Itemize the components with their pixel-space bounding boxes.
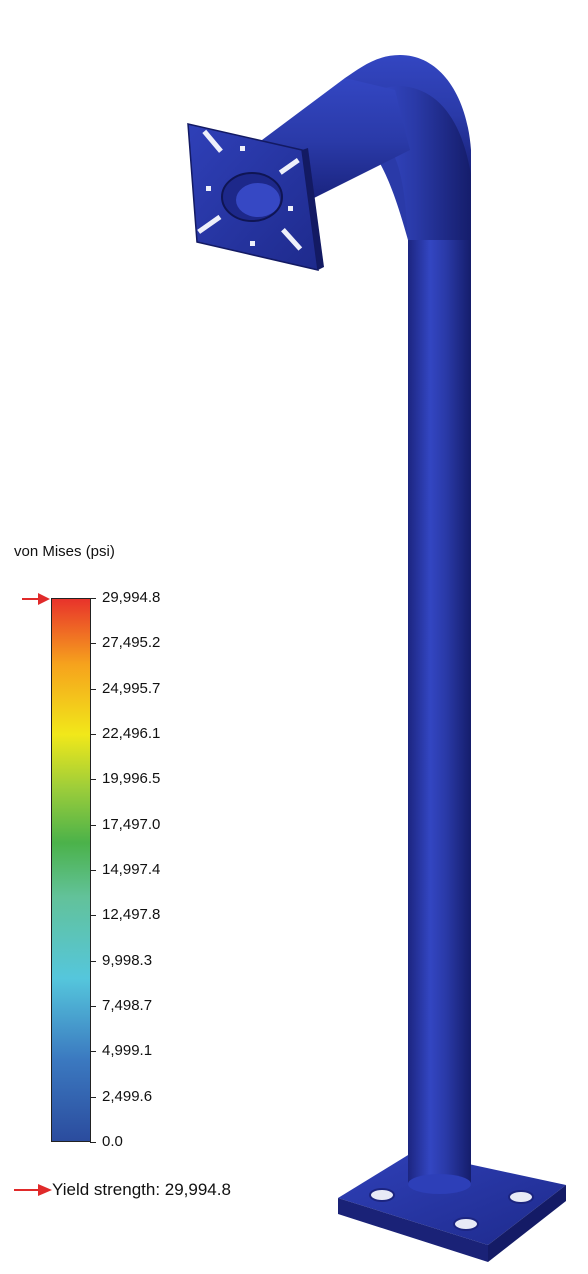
base-hole-icon bbox=[369, 1188, 395, 1202]
yield-arrow-icon bbox=[14, 1184, 52, 1196]
scale-tick-mark bbox=[90, 1051, 96, 1053]
base-hole-icon bbox=[508, 1190, 534, 1204]
mounting-slots-icon bbox=[197, 129, 303, 251]
scale-tick-mark bbox=[90, 870, 96, 871]
scale-tick-label: 14,997.4 bbox=[102, 861, 161, 878]
scale-tick-label: 27,495.2 bbox=[102, 634, 161, 652]
scale-tick-label: 9,998.3 bbox=[102, 951, 153, 969]
scale-tick-mark bbox=[90, 598, 96, 599]
scale-tick-mark bbox=[90, 643, 96, 645]
scale-tick-label: 22,496.1 bbox=[102, 725, 161, 742]
scale-tick-label: 17,497.0 bbox=[102, 815, 161, 833]
base-plate bbox=[338, 1152, 566, 1262]
yield-strength-row: Yield strength: 29,994.8 bbox=[14, 1180, 231, 1200]
scale-tick-mark bbox=[90, 960, 96, 962]
color-scale-bar bbox=[51, 598, 91, 1142]
scale-tick-label: 29,994.8 bbox=[102, 589, 161, 606]
yield-strength-label: Yield strength: 29,994.8 bbox=[52, 1180, 231, 1199]
scale-tick-mark bbox=[90, 824, 96, 826]
scale-tick-mark bbox=[90, 1096, 96, 1098]
arrow-marker-icon bbox=[22, 593, 50, 605]
scale-tick-mark bbox=[90, 779, 96, 781]
scale-tick-mark bbox=[90, 1006, 96, 1007]
scale-tick-label: 7,498.7 bbox=[102, 997, 153, 1014]
base-hole-icon bbox=[453, 1217, 479, 1231]
scale-tick-label: 24,995.7 bbox=[102, 679, 161, 697]
scale-tick-mark bbox=[90, 915, 96, 917]
scale-tick-label: 2,499.6 bbox=[102, 1087, 153, 1105]
scale-tick-mark bbox=[90, 734, 96, 735]
legend-title: von Mises (psi) bbox=[14, 543, 115, 560]
scale-tick-mark bbox=[90, 1142, 96, 1143]
scale-tick-label: 4,999.1 bbox=[102, 1042, 153, 1060]
scale-tick-mark bbox=[90, 688, 96, 690]
scale-tick-label: 12,497.8 bbox=[102, 906, 161, 924]
vertical-pipe bbox=[408, 150, 471, 1194]
scale-tick-label: 19,996.5 bbox=[102, 770, 161, 788]
wall-plate bbox=[187, 123, 324, 271]
scale-tick-label: 0.0 bbox=[102, 1133, 123, 1150]
